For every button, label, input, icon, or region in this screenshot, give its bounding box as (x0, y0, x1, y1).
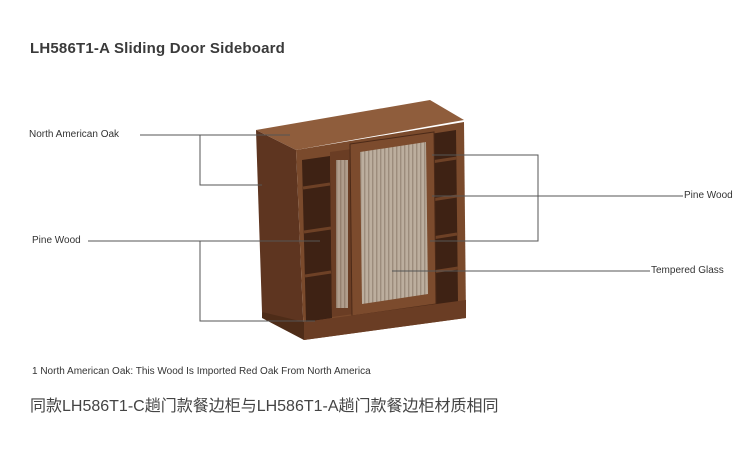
label-north-american-oak: North American Oak (28, 129, 121, 140)
label-pine-wood-left: Pine Wood (31, 235, 82, 246)
model-subtitle: 同款LH586T1-C趟门款餐边柜与LH586T1-A趟门款餐边柜材质相同 (30, 398, 499, 415)
material-note: 1 North American Oak: This Wood Is Impor… (32, 366, 371, 377)
page-title: LH586T1-A Sliding Door Sideboard (30, 40, 286, 57)
callout-lines (88, 134, 683, 322)
label-tempered-glass: Tempered Glass (650, 265, 725, 276)
label-pine-wood-right: Pine Wood (683, 190, 734, 201)
sideboard-cabinet (256, 100, 466, 340)
